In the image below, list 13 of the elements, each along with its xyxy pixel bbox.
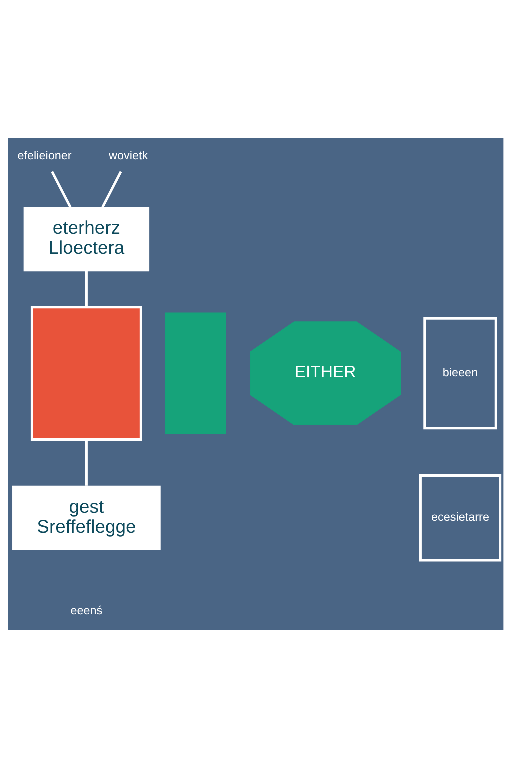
- connector: [102, 171, 122, 208]
- connector: [51, 171, 72, 208]
- node-text: efelieioner: [18, 150, 72, 163]
- connector: [85, 440, 88, 486]
- node-text: wovietk: [109, 150, 148, 163]
- node-box: eterherz Lloectera: [24, 207, 150, 272]
- node-box: [165, 312, 226, 434]
- node-box: gest Sreffeflegge: [12, 486, 161, 550]
- node-box: ecesietarre: [419, 474, 502, 562]
- node-box: [30, 306, 142, 441]
- connector: [85, 271, 88, 308]
- label: eeenś: [70, 604, 103, 618]
- node-box: bieeen: [424, 317, 498, 430]
